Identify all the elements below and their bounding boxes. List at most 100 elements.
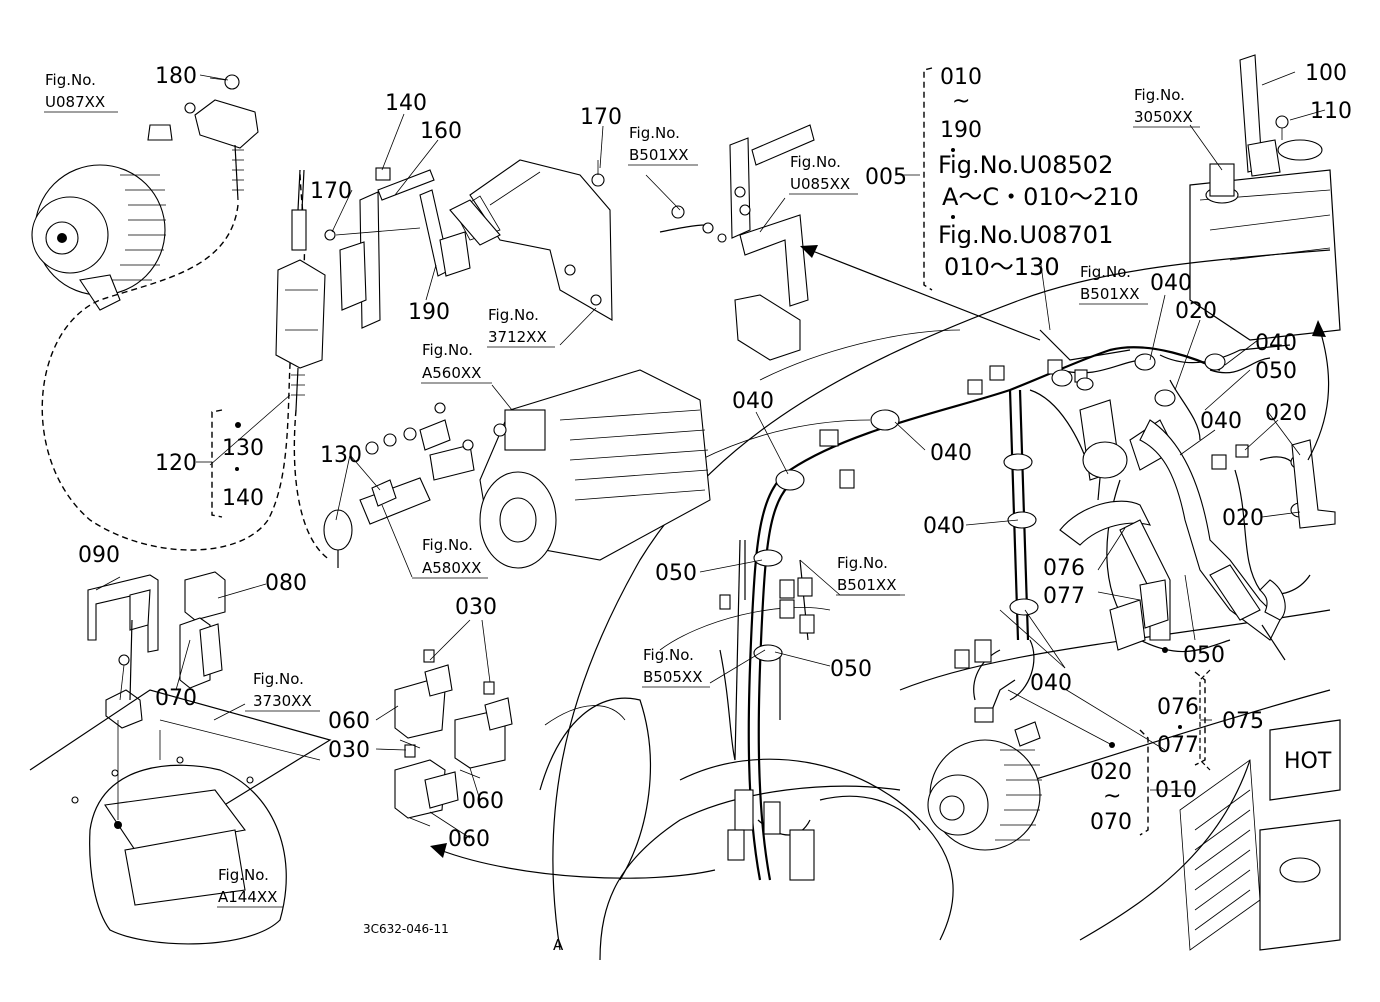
ref-box-start: 010 [940, 65, 982, 90]
part-090: 090 [78, 543, 120, 568]
part-140: 140 [385, 91, 427, 116]
inline-fuse-holder [275, 169, 331, 561]
fig-ref-a560: A560XX [422, 364, 481, 382]
fig-label: Fig.No. [1080, 263, 1131, 281]
fig-ref-a580: A580XX [422, 559, 481, 577]
part-010: 010 [1155, 778, 1197, 803]
tractor-hood-outline [539, 249, 1331, 961]
cable-120-dashed-loop [41, 169, 306, 551]
part-100: 100 [1305, 61, 1347, 86]
fig-label: Fig.No. [422, 341, 473, 359]
part-020: 020 [1175, 299, 1217, 324]
fig-ref-u085: U085XX [790, 175, 850, 193]
part-077: 077 [1043, 584, 1085, 609]
part-110: 110 [1310, 99, 1352, 124]
bracket-u085 [659, 124, 815, 361]
relay-bracket-assembly [324, 167, 471, 329]
part-160: 160 [420, 119, 462, 144]
part-070: 070 [1090, 810, 1132, 835]
harness-connectors [719, 429, 992, 881]
part-020: 020 [1265, 401, 1307, 426]
hot-warning-label: HOT [1284, 749, 1332, 774]
part-170: 170 [580, 105, 622, 130]
part-050: 050 [655, 561, 697, 586]
view-mark-a: A [553, 936, 564, 954]
fig-ref-3712: 3712XX [488, 328, 547, 346]
part-060: 060 [328, 709, 370, 734]
ref-box-line-a: Fig.No.U08502 [938, 151, 1113, 179]
bracket-3712 [449, 159, 613, 321]
part-040: 040 [923, 514, 965, 539]
ref-box-end: 190 [940, 118, 982, 143]
ref-box-line-d: 010～130 [944, 253, 1060, 281]
part-076: 076 [1043, 556, 1085, 581]
part-070: 070 [155, 686, 197, 711]
diagram-code: 3C632-046-11 [363, 922, 449, 936]
part-040: 040 [1030, 671, 1072, 696]
fig-label: Fig.No. [45, 71, 96, 89]
fig-label: Fig.No. [253, 670, 304, 688]
fig-ref-b501-mid: B501XX [837, 576, 896, 594]
bracket-a144-detail [89, 720, 287, 945]
fig-ref-b501-right: B501XX [1080, 285, 1139, 303]
part-060: 060 [462, 789, 504, 814]
fig-label: Fig.No. [488, 306, 539, 324]
part-180: 180 [155, 64, 197, 89]
bracket-100 [1239, 54, 1289, 177]
fig-label: Fig.No. [837, 554, 888, 572]
fig-ref-a144: A144XX [218, 888, 277, 906]
ref-box-line-c: Fig.No.U08701 [938, 221, 1113, 249]
alternator-bottom [927, 679, 1042, 851]
part-075: 075 [1222, 709, 1264, 734]
part-060: 060 [448, 827, 490, 852]
part-050: 050 [830, 657, 872, 682]
part-130: 130 [222, 436, 264, 461]
part-050: 050 [1255, 359, 1297, 384]
terminal-connector-180 [184, 74, 259, 201]
fig-ref-3730: 3730XX [253, 692, 312, 710]
part-020: 020 [1222, 506, 1264, 531]
relay-bracket-090 [87, 574, 159, 729]
fuse-holders [394, 649, 513, 827]
fig-label: Fig.No. [629, 124, 680, 142]
reference-arrows [430, 245, 1330, 879]
part-040: 040 [1255, 331, 1297, 356]
harness-clamps [753, 353, 1310, 662]
part-170: 170 [310, 179, 352, 204]
labels: Fig.No. U087XX Fig.No. 3050XX Fig.No. B5… [44, 61, 1352, 954]
part-040: 040 [930, 441, 972, 466]
ref-box-parent: 005 [865, 165, 907, 190]
starter-motor [479, 369, 711, 569]
relay-080 [179, 571, 226, 689]
fig-label: Fig.No. [1134, 86, 1185, 104]
part-020: 020 [1090, 760, 1132, 785]
fig-label: Fig.No. [643, 646, 694, 664]
part-076: 076 [1157, 695, 1199, 720]
alternator-top-left [31, 124, 173, 311]
fig-label: Fig.No. [790, 153, 841, 171]
part-190: 190 [408, 300, 450, 325]
part-050: 050 [1183, 643, 1225, 668]
part-040: 040 [1150, 271, 1192, 296]
part-120: 120 [155, 451, 197, 476]
engine-block [1179, 139, 1341, 951]
starter-terminals [323, 402, 475, 568]
fig-ref-b505: B505XX [643, 668, 702, 686]
part-030: 030 [328, 738, 370, 763]
coolant-hoses [1059, 419, 1286, 661]
group-brackets [211, 67, 1206, 836]
fig-label: Fig.No. [218, 866, 269, 884]
fig-ref-b501-top: B501XX [629, 146, 688, 164]
fig-label: Fig.No. [422, 536, 473, 554]
part-040: 040 [732, 389, 774, 414]
part-030: 030 [455, 595, 497, 620]
bracket-020-right [1291, 439, 1336, 529]
part-077: 077 [1157, 733, 1199, 758]
tilde: ~ [1103, 784, 1121, 809]
part-140: 140 [222, 486, 264, 511]
fig-ref-3050: 3050XX [1134, 108, 1193, 126]
ref-box-line-b: A～C・010～210 [942, 183, 1139, 211]
part-130: 130 [320, 443, 362, 468]
part-040: 040 [1200, 409, 1242, 434]
part-080: 080 [265, 571, 307, 596]
